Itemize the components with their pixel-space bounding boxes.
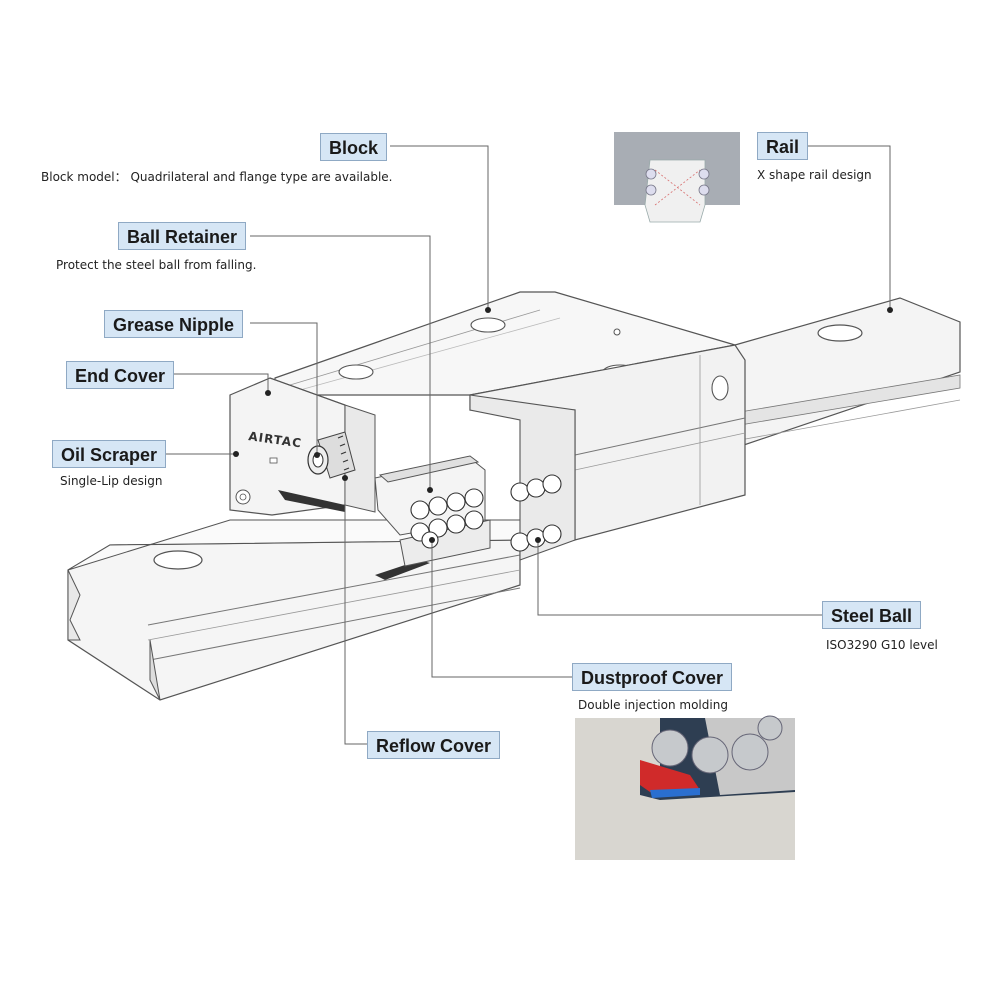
leader-dots (233, 307, 893, 543)
note-steel-ball: ISO3290 G10 level (826, 638, 938, 652)
end-cover-assembly: AIRTAC (229, 377, 376, 516)
note-block: Block model： Quadrilateral and flange ty… (41, 170, 393, 184)
note-ball-retainer: Protect the steel ball from falling. (56, 258, 257, 272)
note-dustproof-cover: Double injection molding (578, 698, 728, 712)
grease-nipple-part (307, 431, 356, 479)
label-grease-nipple: Grease Nipple (104, 310, 244, 338)
steel-balls (410, 474, 562, 552)
label-end-cover: End Cover (66, 361, 175, 389)
label-steel-ball: Steel Ball (822, 601, 922, 629)
label-reflow-cover: Reflow Cover (367, 731, 501, 759)
rail-back (734, 297, 961, 449)
label-block: Block (320, 133, 388, 161)
rail-profile-inset (614, 132, 740, 223)
block-body (274, 291, 746, 561)
label-oil-scraper: Oil Scraper (52, 440, 167, 468)
note-rail: X shape rail design (757, 168, 872, 182)
leader-lines (162, 145, 891, 745)
label-dustproof-cover: Dustproof Cover (572, 663, 733, 691)
dustproof-cover-inset (575, 715, 795, 860)
label-ball-retainer: Ball Retainer (118, 222, 247, 250)
note-oil-scraper: Single-Lip design (60, 474, 163, 488)
label-rail: Rail (757, 132, 809, 160)
